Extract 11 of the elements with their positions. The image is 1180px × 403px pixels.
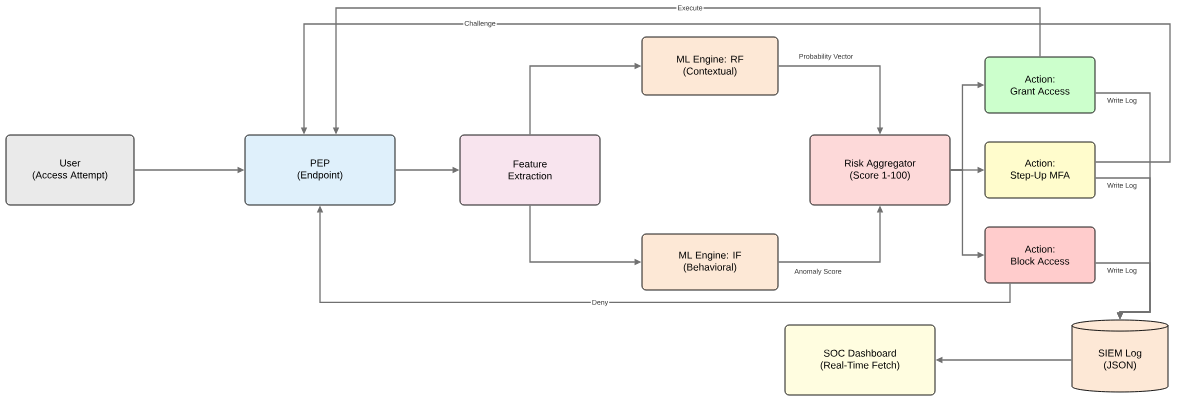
process-box: Action: Grant Access — [984, 56, 1096, 114]
process-box: Feature Extraction — [459, 134, 601, 206]
process-box: SOC Dashboard (Real-Time Fetch) — [784, 324, 936, 396]
process-box: Action: Block Access — [984, 226, 1096, 284]
process-box: User (Access Attempt) — [5, 134, 135, 206]
process-box: Risk Aggregator (Score 1-100) — [809, 134, 951, 206]
process-box: ML Engine: IF (Behavioral) — [641, 233, 779, 291]
process-box: Action: Step-Up MFA — [984, 141, 1096, 199]
database-cylinder: SIEM Log (JSON) — [1071, 319, 1169, 393]
process-box: ML Engine: RF (Contextual) — [641, 36, 779, 96]
process-box: PEP (Endpoint) — [244, 134, 396, 206]
